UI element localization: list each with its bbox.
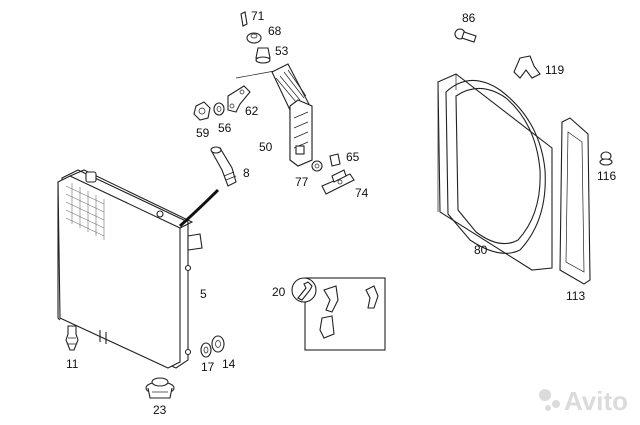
- callout-5: 5: [200, 287, 207, 301]
- part-71-pin: [240, 11, 248, 27]
- part-62-bracket: [227, 85, 251, 113]
- callout-23: 23: [153, 403, 167, 417]
- callout-14: 14: [222, 357, 236, 371]
- part-20-kit: [291, 277, 386, 351]
- part-50-oil-cooler: [271, 63, 313, 167]
- callout-116: 116: [597, 169, 616, 183]
- callout-80: 80: [474, 243, 488, 257]
- callout-17: 17: [201, 360, 215, 374]
- part-8-hose: [210, 146, 237, 187]
- radiator-core-hatch: [65, 183, 105, 240]
- callout-62: 62: [245, 104, 259, 118]
- part-11-bolt: [65, 325, 79, 351]
- part-59-nut: [193, 101, 211, 121]
- part-86-fitting: [454, 28, 477, 43]
- part-77-washer: [311, 160, 323, 172]
- part-116-grommet: [599, 151, 613, 166]
- part-113-seal-frame: [559, 117, 591, 285]
- part-65-bolt: [329, 153, 341, 167]
- callout-59: 59: [196, 126, 210, 140]
- hose-pointer: [178, 188, 220, 228]
- callout-71: 71: [251, 9, 265, 23]
- callout-86: 86: [462, 11, 476, 25]
- part-68-bushing: [246, 32, 262, 44]
- wrench-icon: [291, 277, 317, 303]
- part-17-washer: [200, 342, 212, 358]
- callout-53: 53: [275, 44, 289, 58]
- callout-20: 20: [272, 285, 286, 299]
- callout-77: 77: [295, 175, 309, 189]
- avito-watermark: Avito: [539, 386, 628, 416]
- callout-56: 56: [218, 121, 232, 135]
- callout-8: 8: [243, 166, 250, 180]
- part-80-fan-shroud: [437, 73, 553, 271]
- callout-119: 119: [545, 63, 564, 77]
- callout-50: 50: [259, 140, 273, 154]
- part-53-grommet: [255, 47, 271, 64]
- callout-65: 65: [346, 150, 360, 164]
- callout-74: 74: [355, 186, 369, 200]
- part-23-mount: [145, 377, 175, 399]
- radiator: [57, 169, 203, 369]
- callout-113: 113: [566, 289, 585, 303]
- part-74-clip: [321, 169, 355, 195]
- callout-11: 11: [66, 357, 79, 371]
- callout-68: 68: [268, 24, 282, 38]
- part-56-washer: [213, 102, 225, 116]
- part-119-clip: [513, 55, 541, 79]
- watermark-text: Avito: [564, 386, 628, 416]
- part-14-nut: [211, 335, 225, 353]
